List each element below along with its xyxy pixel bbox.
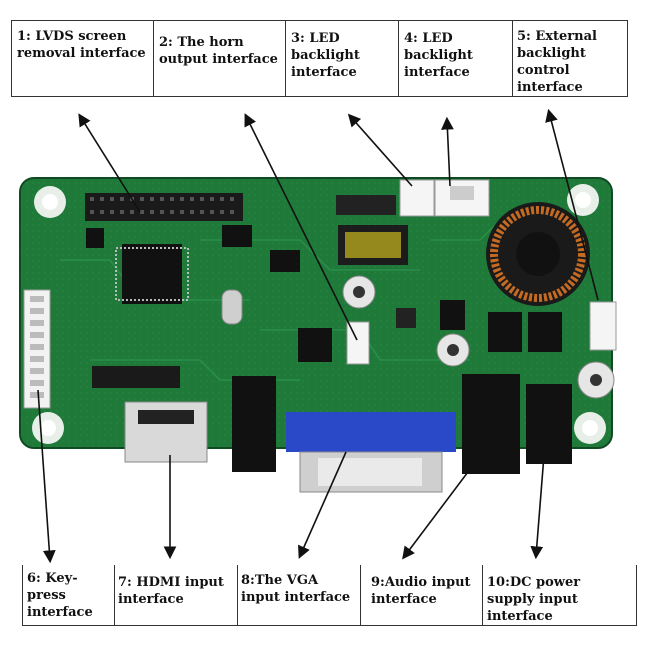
label-external-backlight-control: 5: External backlight control interface: [517, 29, 597, 95]
arrow-led-2: [441, 116, 454, 187]
table-divider: [360, 565, 361, 625]
capacitor: [436, 333, 470, 367]
label-hdmi-input: 7: HDMI input interface: [118, 575, 224, 607]
led-backlight-connector: [434, 179, 490, 217]
ic-chip: [440, 300, 465, 330]
label-led-backlight-1: 3: LED backlight interface: [291, 31, 360, 80]
arrow-audio: [402, 447, 487, 560]
pin-header: [92, 366, 180, 388]
arrow-horn: [244, 113, 358, 341]
mosfet: [488, 312, 522, 352]
mounting-hole: [567, 184, 599, 216]
led-backlight-connector: [399, 179, 435, 217]
capacitor: [342, 275, 376, 309]
toroid-coil: [486, 202, 590, 306]
label-led-backlight-2: 4: LED backlight interface: [404, 31, 473, 80]
mounting-hole: [574, 412, 606, 444]
dc-power-jack: [526, 384, 572, 464]
key-press-connector: [23, 289, 51, 409]
ic-chip: [298, 328, 332, 362]
power-component-label: [345, 232, 401, 258]
horn-output-connector: [346, 321, 370, 365]
table-divider: [285, 21, 286, 96]
label-horn-output: 2: The horn output interface: [159, 35, 278, 67]
arrow-led-1: [347, 113, 413, 187]
label-lvds-interface: 1: LVDS screen removal interface: [17, 29, 146, 61]
table-divider: [482, 565, 483, 625]
arrow-external-backlight: [545, 108, 599, 301]
lvds-pin-header: [85, 193, 243, 221]
table-divider: [114, 565, 115, 625]
arrow-lvds: [78, 113, 141, 213]
crystal-oscillator: [221, 289, 243, 325]
mounting-hole: [32, 412, 64, 444]
hdmi-connector: [124, 401, 208, 463]
vga-connector: [286, 412, 456, 493]
callout-arrows: [37, 108, 599, 564]
table-divider: [512, 21, 513, 96]
mounting-hole: [34, 186, 66, 218]
inductor: [396, 308, 416, 328]
label-key-press: 6: Key-press interface: [27, 571, 93, 620]
ic-chip: [222, 225, 252, 247]
mosfet: [528, 312, 562, 352]
table-divider: [237, 565, 238, 625]
ic-chip: [336, 195, 396, 215]
capacitor: [577, 361, 615, 399]
arrow-vga: [298, 451, 347, 559]
bottom-label-table: [22, 565, 637, 626]
ic-chip: [86, 228, 104, 248]
label-dc-power-input: 10:DC power supply input interface: [487, 575, 581, 624]
top-label-table: [11, 20, 628, 97]
chip-pins: [115, 247, 189, 301]
table-divider: [398, 21, 399, 96]
external-backlight-control-connector: [589, 301, 617, 351]
audio-jack: [232, 376, 276, 472]
ic-chip: [270, 250, 300, 272]
table-divider: [153, 21, 154, 96]
arrow-key-press: [37, 389, 56, 564]
audio-input-jack: [462, 374, 520, 474]
main-chip: [122, 244, 182, 304]
arrow-dc-power: [530, 429, 547, 560]
label-vga-input: 8:The VGA input interface: [241, 573, 351, 605]
label-audio-input: 9:Audio input interface: [371, 575, 471, 607]
